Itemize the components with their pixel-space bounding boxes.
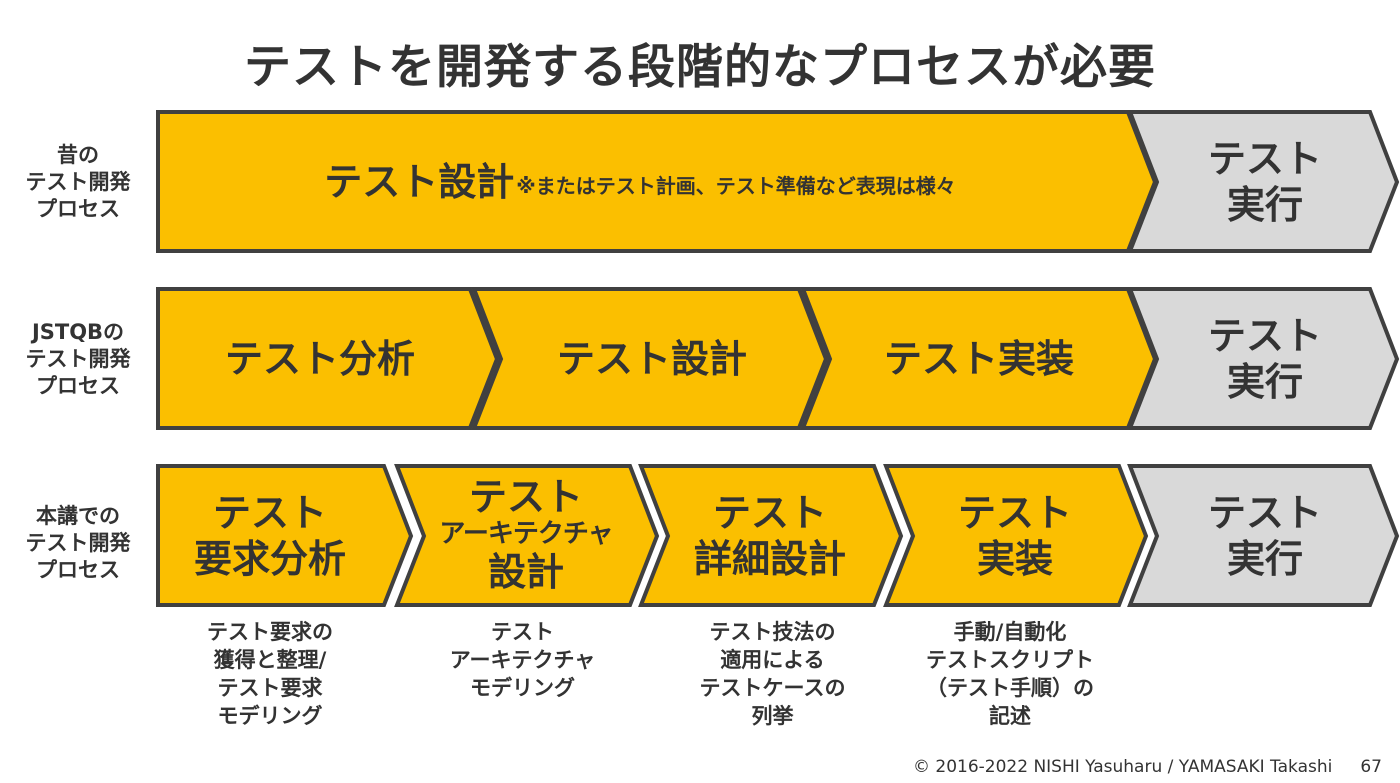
note-requirements: テスト要求の 獲得と整理/ テスト要求 モデリング: [207, 620, 333, 728]
row-label-course-process: 本講での テスト開発 プロセス: [25, 504, 131, 582]
chevron-row3-implementation: [883, 464, 1149, 607]
footer: © 2016-2022 NISHI Yasuharu / YAMASAKI Ta…: [913, 757, 1382, 777]
page-number: 67: [1360, 757, 1382, 777]
chevron-row3-detailed-design: [638, 464, 904, 607]
stage-row3-test-execution: テスト 実行: [1207, 490, 1322, 581]
chevron-row3-requirements: [156, 464, 414, 607]
chevron-row2-test-execution: [1127, 287, 1400, 430]
chevron-row1-test-execution: [1127, 110, 1400, 253]
row-label-jstqb-process: JSTQBの テスト開発 プロセス: [25, 320, 131, 398]
note-implementation: 手動/自動化 テストスクリプト （テスト手順）の 記述: [926, 620, 1094, 728]
row-label-old-process: 昔の テスト開発 プロセス: [25, 143, 131, 221]
note-architecture: テスト アーキテクチャ モデリング: [449, 620, 596, 700]
stage-note: ※またはテスト計画、テスト準備など表現は様々: [516, 174, 956, 198]
chevron-row2-test-design: [471, 287, 829, 430]
stage-row3-architecture: テスト アーキテクチャ 設計: [439, 474, 613, 594]
chevron-row3-test-execution: [1127, 464, 1400, 607]
stage-row1-test-design: テスト設計 ※またはテスト計画、テスト準備など表現は様々: [324, 159, 956, 204]
chevron-row2-test-analysis: [156, 287, 500, 430]
note-detailed-design: テスト技法の 適用による テストケースの 列挙: [699, 620, 846, 728]
chevron-row3-architecture: [394, 464, 660, 607]
copyright: © 2016-2022 NISHI Yasuharu / YAMASAKI Ta…: [912, 757, 1333, 777]
stage-row2-test-analysis: テスト分析: [224, 336, 415, 381]
stage-row2-test-implementation: テスト実装: [883, 336, 1074, 381]
stage-row3-requirements: テスト 要求分析: [193, 490, 346, 581]
stage-row3-detailed-design: テスト 詳細設計: [693, 490, 846, 581]
stage-row2-test-execution: テスト 実行: [1207, 313, 1322, 404]
stage-row3-implementation: テスト 実装: [957, 490, 1072, 581]
stage-row1-test-execution: テスト 実行: [1207, 136, 1322, 227]
stage-row2-test-design: テスト設計: [556, 336, 747, 381]
page-title: テストを開発する段階的なプロセスが必要: [244, 40, 1156, 95]
